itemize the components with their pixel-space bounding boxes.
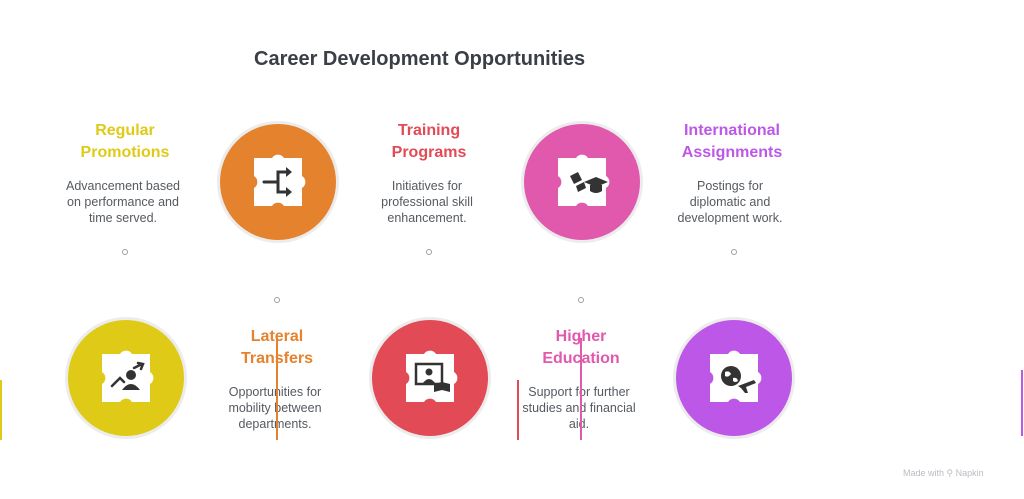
connector-dot	[274, 297, 280, 303]
growth-person-icon	[110, 361, 145, 390]
connector-dot	[731, 249, 737, 255]
accent-line	[0, 380, 2, 440]
desc-training-programs: Initiatives for professional skill enhan…	[381, 179, 473, 225]
desc-higher-education: Support for further studies and financia…	[522, 385, 636, 431]
connector-dot	[122, 249, 128, 255]
desc-lateral-transfers: Opportunities for mobility between depar…	[228, 385, 322, 431]
presentation-icon	[414, 362, 450, 392]
accent-line	[517, 380, 519, 440]
page-title: Career Development Opportunities	[254, 48, 586, 70]
connector-dot	[426, 249, 432, 255]
accent-line	[580, 338, 582, 440]
heading-regular-promotions: Regular Promotions	[80, 122, 170, 161]
puzzle-circle-orange	[217, 121, 339, 243]
graduation-cap-icon	[570, 172, 608, 193]
accent-line	[276, 338, 278, 440]
napkin-watermark: Made with ⚲ Napkin	[903, 468, 984, 478]
desc-regular-promotions: Advancement based on performance and tim…	[66, 179, 180, 225]
puzzle-circle-yellow	[65, 317, 187, 439]
globe-plane-icon	[721, 366, 756, 393]
desc-international-assignments: Postings for diplomatic and development …	[677, 179, 783, 225]
accent-line	[1021, 370, 1023, 436]
connector-dot	[578, 297, 584, 303]
puzzle-circle-red	[369, 317, 491, 439]
puzzle-piece	[254, 154, 306, 206]
puzzle-piece	[558, 154, 610, 206]
heading-international-assignments: International Assignments	[681, 122, 783, 161]
heading-training-programs: Training Programs	[391, 122, 467, 161]
branch-arrows-icon	[262, 167, 292, 197]
puzzle-circle-pink	[521, 121, 643, 243]
puzzle-circle-purple	[673, 317, 795, 439]
